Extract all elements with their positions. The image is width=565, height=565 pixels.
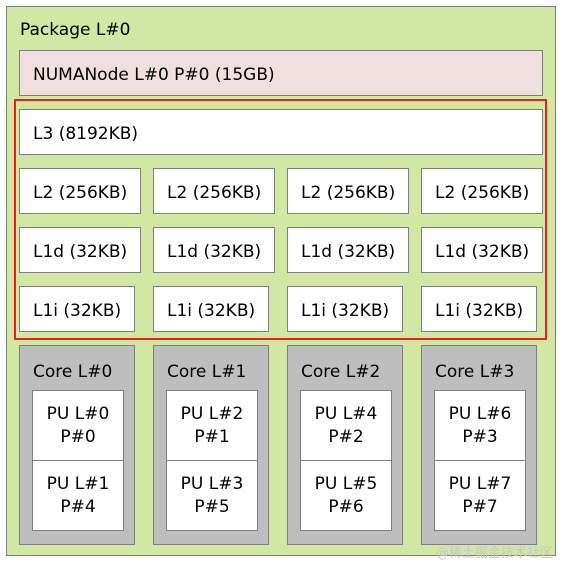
l1d-cache-label: L1d (32KB) xyxy=(435,242,530,262)
pu-physical-label: P#2 xyxy=(328,426,364,447)
core-label: Core L#3 xyxy=(435,362,515,382)
pu-physical-label: P#5 xyxy=(194,496,230,517)
pu-box: PU L#6 P#3 xyxy=(434,390,526,461)
l1i-cache-label: L1i (32KB) xyxy=(167,301,256,321)
l1i-cache-box: L1i (32KB) xyxy=(421,286,537,332)
l3-cache-box: L3 (8192KB) xyxy=(19,109,543,155)
l1d-cache-box: L1d (32KB) xyxy=(153,227,275,273)
l2-cache-box: L2 (256KB) xyxy=(421,168,543,214)
l1i-cache-box: L1i (32KB) xyxy=(287,286,403,332)
pu-physical-label: P#4 xyxy=(60,496,96,517)
pu-logical-label: PU L#3 xyxy=(180,473,244,494)
l1i-cache-label: L1i (32KB) xyxy=(435,301,524,321)
pu-logical-label: PU L#0 xyxy=(46,403,110,424)
l1d-cache-label: L1d (32KB) xyxy=(33,242,128,262)
l1i-cache-box: L1i (32KB) xyxy=(19,286,135,332)
l1i-cache-box: L1i (32KB) xyxy=(153,286,269,332)
l1d-cache-box: L1d (32KB) xyxy=(287,227,409,273)
pu-box: PU L#7 P#7 xyxy=(434,460,526,531)
l2-cache-label: L2 (256KB) xyxy=(301,183,396,203)
pu-box: PU L#5 P#6 xyxy=(300,460,392,531)
l1d-cache-label: L1d (32KB) xyxy=(301,242,396,262)
l2-cache-label: L2 (256KB) xyxy=(33,183,128,203)
numa-node-box: NUMANode L#0 P#0 (15GB) xyxy=(19,50,543,96)
pu-box: PU L#1 P#4 xyxy=(32,460,124,531)
pu-box: PU L#0 P#0 xyxy=(32,390,124,461)
pu-physical-label: P#3 xyxy=(462,426,498,447)
l2-cache-label: L2 (256KB) xyxy=(435,183,530,203)
pu-logical-label: PU L#4 xyxy=(314,403,378,424)
pu-box: PU L#3 P#5 xyxy=(166,460,258,531)
package-label: Package L#0 xyxy=(20,20,131,40)
pu-box: PU L#4 P#2 xyxy=(300,390,392,461)
l2-cache-box: L2 (256KB) xyxy=(287,168,409,214)
pu-logical-label: PU L#1 xyxy=(46,473,110,494)
cache-highlight-outline xyxy=(14,99,547,340)
core-label: Core L#0 xyxy=(33,362,113,382)
pu-logical-label: PU L#7 xyxy=(448,473,512,494)
pu-logical-label: PU L#5 xyxy=(314,473,378,494)
l1i-cache-label: L1i (32KB) xyxy=(33,301,122,321)
core-label: Core L#2 xyxy=(301,362,381,382)
pu-physical-label: P#7 xyxy=(462,496,498,517)
pu-physical-label: P#6 xyxy=(328,496,364,517)
l2-cache-box: L2 (256KB) xyxy=(19,168,141,214)
l1i-cache-label: L1i (32KB) xyxy=(301,301,390,321)
pu-physical-label: P#1 xyxy=(194,426,230,447)
pu-box: PU L#2 P#1 xyxy=(166,390,258,461)
l2-cache-label: L2 (256KB) xyxy=(167,183,262,203)
l3-cache-label: L3 (8192KB) xyxy=(33,124,139,144)
l2-cache-box: L2 (256KB) xyxy=(153,168,275,214)
pu-logical-label: PU L#2 xyxy=(180,403,244,424)
watermark-text: @稀土掘金技术社区 xyxy=(435,546,553,561)
l1d-cache-box: L1d (32KB) xyxy=(421,227,543,273)
pu-logical-label: PU L#6 xyxy=(448,403,512,424)
numa-node-label: NUMANode L#0 P#0 (15GB) xyxy=(33,65,275,85)
l1d-cache-box: L1d (32KB) xyxy=(19,227,141,273)
l1d-cache-label: L1d (32KB) xyxy=(167,242,262,262)
core-label: Core L#1 xyxy=(167,362,247,382)
pu-physical-label: P#0 xyxy=(60,426,96,447)
